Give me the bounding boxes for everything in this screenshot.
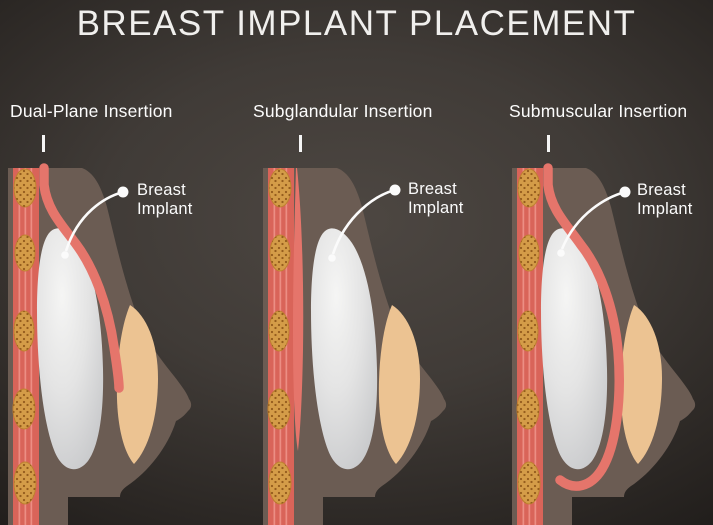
callout-end-dot <box>117 186 129 198</box>
gland-shape <box>378 305 420 464</box>
callout-line <box>331 188 396 255</box>
fat-lobules <box>12 168 37 505</box>
gland-shape <box>116 305 158 464</box>
diagram-submuscular <box>512 163 696 525</box>
diagram-dual-plane <box>8 163 192 525</box>
panel-tick-dual-plane <box>42 135 45 152</box>
panel-tick-subglandular <box>299 135 302 152</box>
fat-lobules <box>267 168 292 505</box>
implant-shape <box>311 228 378 470</box>
fat-lobules <box>516 168 541 505</box>
callout <box>61 186 129 259</box>
callout-label-dual-plane: Breast Implant <box>137 181 193 218</box>
callout-line <box>560 190 626 250</box>
pectoral-muscle-strip <box>293 168 304 451</box>
panel-tick-submuscular <box>547 135 550 152</box>
callout-label-submuscular: Breast Implant <box>637 181 693 218</box>
pectoral-muscle-band <box>543 163 624 491</box>
pectoral-muscle-band <box>39 163 124 393</box>
page-title: BREAST IMPLANT PLACEMENT <box>76 4 637 43</box>
callout-anchor-dot <box>61 251 69 259</box>
gland-shape <box>620 305 662 464</box>
callout-end-dot <box>389 184 401 196</box>
callout-label-subglandular: Breast Implant <box>408 180 464 217</box>
callout-end-dot <box>619 186 631 198</box>
callout <box>328 184 401 262</box>
implant-shape <box>541 228 608 470</box>
diagram-subglandular <box>263 168 447 525</box>
panel-label-subglandular: Subglandular Insertion <box>253 101 433 121</box>
panel-label-dual-plane: Dual-Plane Insertion <box>10 101 173 121</box>
implant-shape <box>37 228 104 470</box>
callout-anchor-dot <box>328 254 336 262</box>
callout <box>557 186 631 257</box>
callout-line <box>64 190 124 252</box>
panel-label-submuscular: Submuscular Insertion <box>509 101 688 121</box>
callout-anchor-dot <box>557 249 565 257</box>
